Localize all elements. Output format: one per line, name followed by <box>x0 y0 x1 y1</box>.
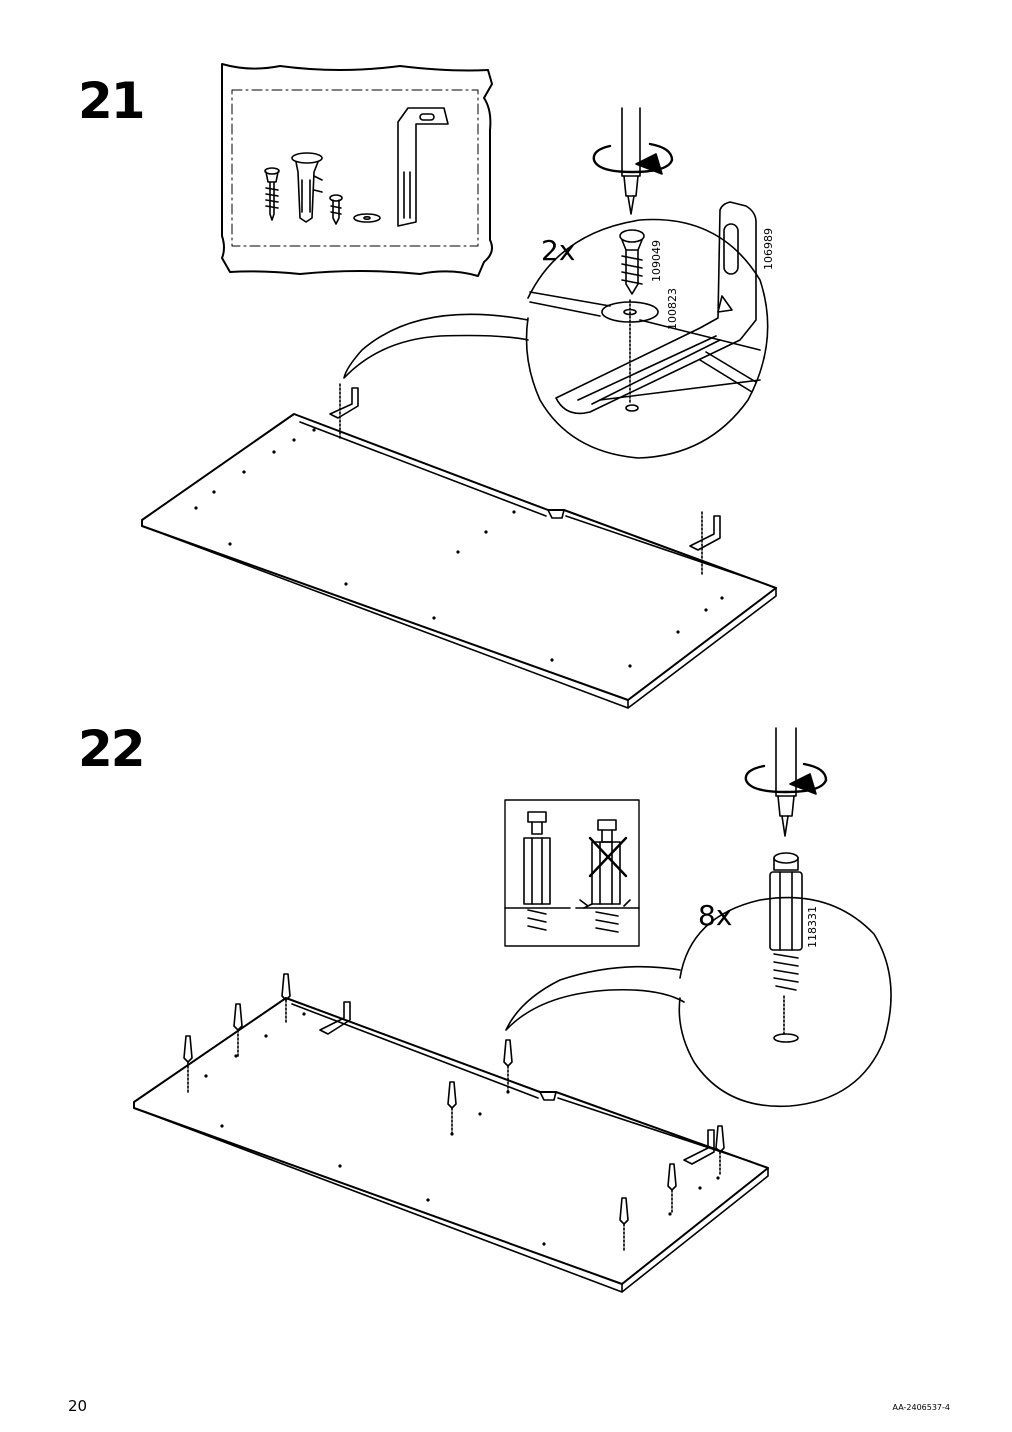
hardware-bag-illustration <box>221 63 493 277</box>
wall-plug-icon <box>291 152 323 223</box>
board-step-21 <box>141 383 777 709</box>
washer-icon <box>353 213 381 223</box>
small-screw-icon <box>329 194 343 225</box>
bracket-icon <box>397 107 449 227</box>
part-number-109049: 109049 <box>650 240 663 282</box>
step-number-22: 22 <box>78 720 146 778</box>
document-code: AA-2406537-4 <box>892 1403 950 1412</box>
detail-magnifier-22 <box>505 727 892 1108</box>
step-number-21: 21 <box>78 72 146 130</box>
page-number: 20 <box>68 1397 88 1415</box>
dowel-insertion-inset <box>504 799 640 947</box>
board-step-22 <box>133 973 769 1293</box>
part-number-118331: 118331 <box>806 906 819 948</box>
part-number-106989: 106989 <box>762 228 775 270</box>
screw-icon <box>264 167 280 221</box>
detail-magnifier-21 <box>343 107 769 459</box>
part-number-100823: 100823 <box>666 288 679 330</box>
quantity-label-21: 2x <box>541 234 576 267</box>
quantity-label-22: 8x <box>698 899 733 932</box>
